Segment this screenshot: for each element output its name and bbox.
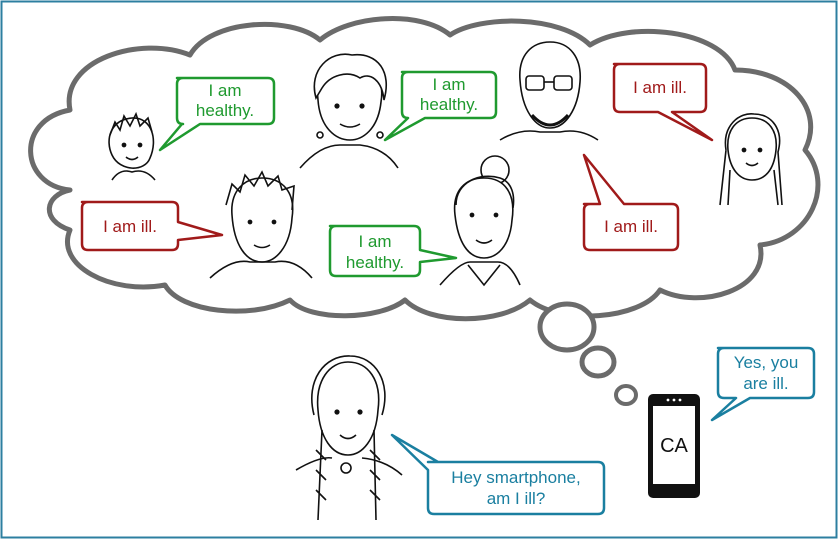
smartphone: CA	[648, 394, 700, 498]
person-young-man	[209, 170, 313, 279]
bubble-boy: I am healthy.	[158, 76, 276, 152]
bubble-boy-line-1: I am	[208, 81, 241, 100]
thought-dot-small	[614, 384, 638, 406]
person-woman-bun	[439, 155, 521, 287]
bubble-woman-short-hair-line-2: healthy.	[420, 95, 478, 114]
bubble-young-man: I am ill.	[80, 200, 224, 252]
person-boy	[108, 111, 156, 181]
bubble-bald-man-second: I am ill.	[582, 153, 680, 252]
thought-dot-large	[537, 301, 597, 353]
bubble-bald-man-second-line-1: I am ill.	[604, 217, 658, 236]
bubble-boy-line-2: healthy.	[196, 101, 254, 120]
bubble-bald-man: I am ill.	[612, 62, 714, 142]
bubble-young-man-line-1: I am ill.	[103, 217, 157, 236]
bubble-woman-bun: I am healthy.	[328, 224, 458, 278]
person-bald-man	[499, 41, 599, 141]
person-woman-short-hair	[299, 53, 399, 169]
smartphone-label: CA	[660, 435, 688, 457]
bubble-phone-line-1: Yes, you	[734, 353, 799, 372]
bubble-woman-bun-line-1: I am	[358, 232, 391, 251]
bubble-bald-man-line-1: I am ill.	[633, 78, 687, 97]
bubble-woman-short-hair-line-1: I am	[432, 75, 465, 94]
smartphone-screen	[653, 406, 695, 484]
thought-dot-medium	[579, 345, 617, 379]
bubble-phone-line-2: are ill.	[743, 374, 788, 393]
bubble-woman-short-hair: I am healthy.	[383, 70, 498, 142]
bubble-user-line-1: Hey smartphone,	[451, 468, 580, 487]
bubble-user-line-2: am I ill?	[487, 489, 546, 508]
bubble-woman-bun-line-2: healthy.	[346, 253, 404, 272]
bubble-user: Hey smartphone, am I ill?	[390, 433, 606, 516]
person-girl-long-hair	[719, 113, 783, 206]
bubble-phone: Yes, you are ill.	[710, 346, 816, 422]
person-user-braids	[295, 355, 403, 521]
